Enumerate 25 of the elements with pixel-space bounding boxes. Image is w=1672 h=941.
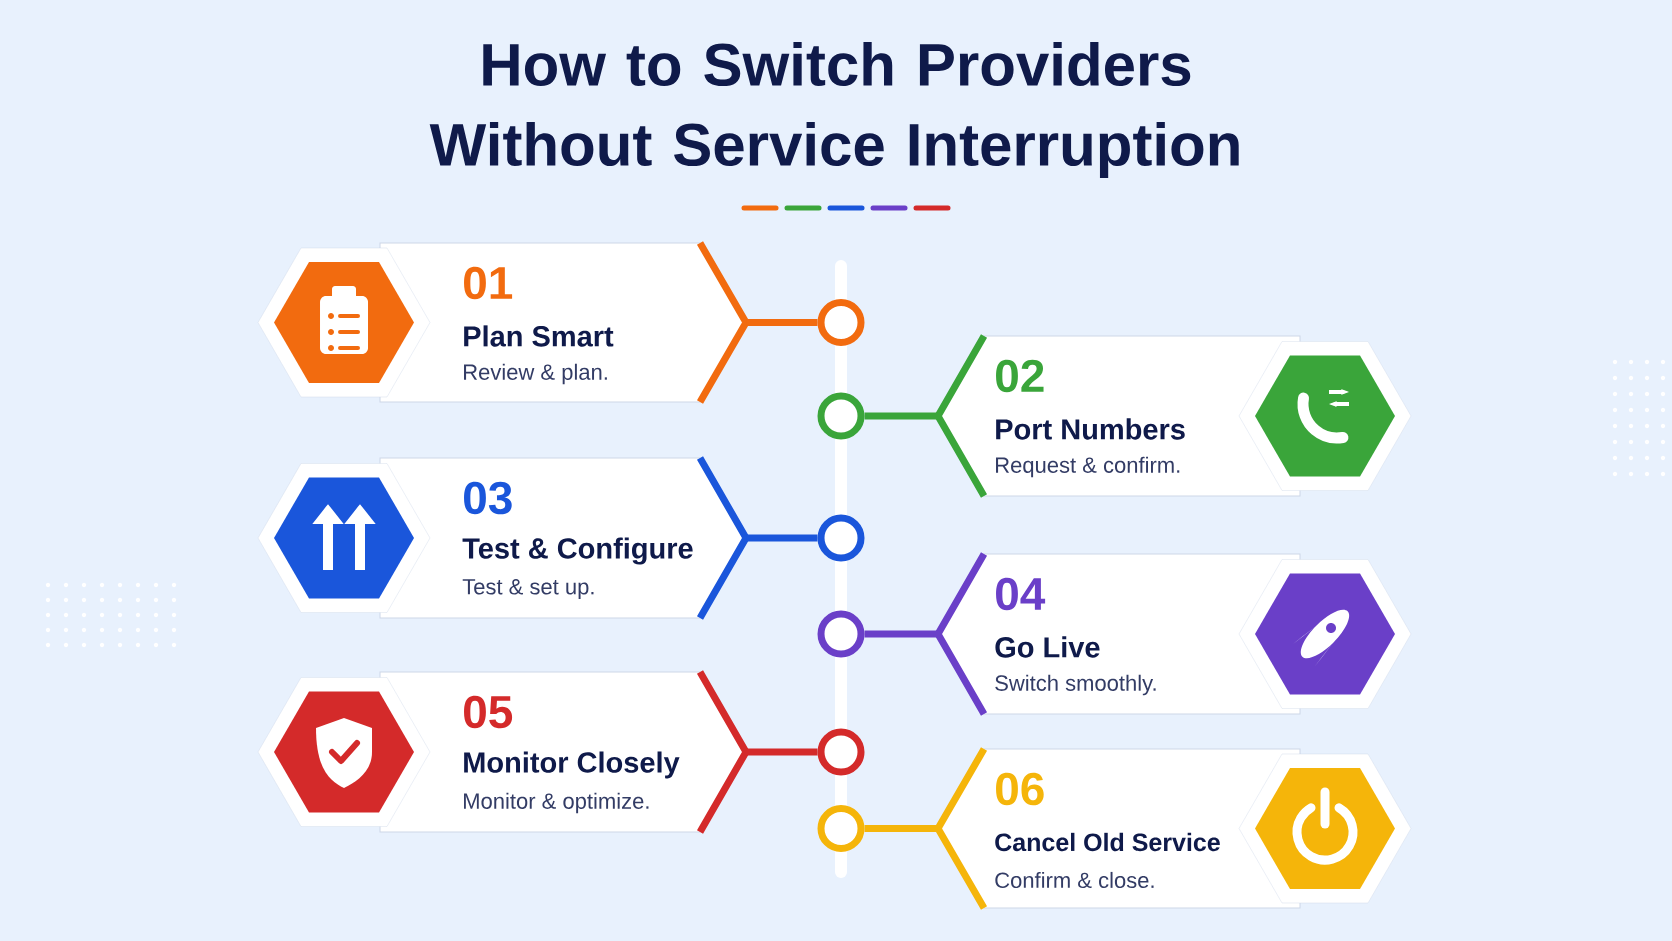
timeline-dot [817, 392, 865, 440]
step-description: Review & plan. [464, 363, 607, 385]
step-number: 02 [996, 359, 1044, 393]
step-description: Confirm & close. [995, 871, 1154, 889]
step-title: Plan Smart [464, 325, 614, 347]
step-description: Switch smoothly. [995, 674, 1156, 696]
timeline-dot [817, 728, 865, 776]
step-title: Test & Configure [462, 537, 693, 565]
step-title: Go Live [995, 636, 1100, 658]
step-number: 03 [464, 481, 512, 515]
step-title: Monitor Closely [464, 751, 680, 779]
step-title: Cancel Old Service [995, 832, 1220, 852]
timeline-dot [817, 805, 865, 852]
step-description: Test & set up. [462, 579, 594, 599]
step-number: 06 [996, 772, 1044, 806]
step-number: 04 [996, 577, 1046, 611]
timeline-dot [817, 514, 865, 562]
step-description: Monitor & optimize. [464, 792, 649, 814]
step-description: Request & confirm. [996, 456, 1180, 478]
step-number: 01 [464, 266, 513, 300]
step-number: 05 [464, 695, 513, 729]
step-title: Port Numbers [996, 418, 1185, 440]
title: How to Switch Providers Without Service Interruption [429, 42, 1239, 178]
timeline-dot [817, 299, 865, 346]
timeline-dot [817, 610, 865, 658]
